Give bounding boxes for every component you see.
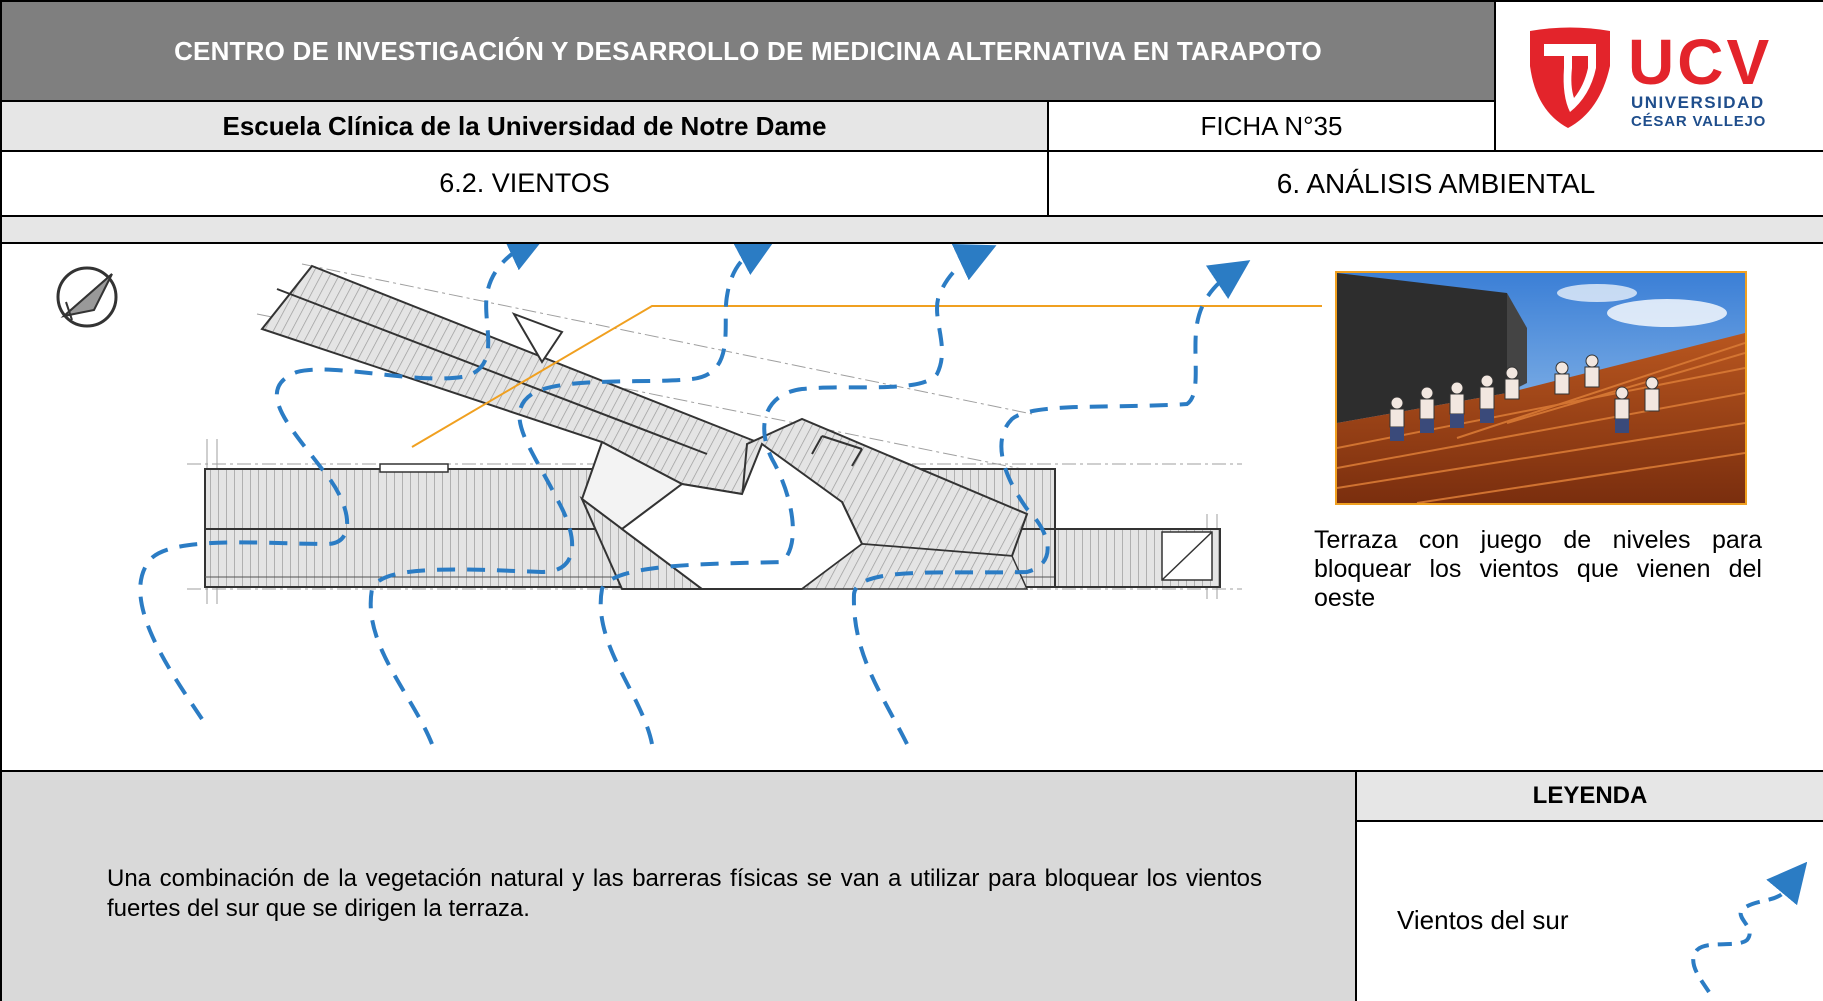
- wind-arrow: [138, 244, 547, 721]
- divider-strip: [2, 217, 1823, 244]
- wind-arrow: [368, 244, 777, 745]
- logo-line1: UNIVERSIDAD: [1631, 93, 1765, 112]
- logo-line2: CÉSAR VALLEJO: [1631, 113, 1766, 130]
- photo-leader-line: [411, 305, 1322, 448]
- ucv-logo: UCV UNIVERSIDAD CÉSAR VALLEJO: [1496, 2, 1823, 152]
- school-name: Escuela Clínica de la Universidad de Not…: [2, 102, 1049, 152]
- ucv-logo-mark: UCV UNIVERSIDAD CÉSAR VALLEJO: [1529, 26, 1772, 130]
- wind-arrow: [851, 260, 1251, 745]
- legend-panel: Vientos del sur: [1357, 822, 1823, 1001]
- legend-item-label: Vientos del sur: [1397, 905, 1569, 935]
- terrace-photo-image: [1337, 273, 1745, 503]
- north-arrow-icon: [56, 266, 118, 328]
- logo-acronym: UCV: [1628, 26, 1772, 98]
- section-title: 6. ANÁLISIS AMBIENTAL: [1049, 152, 1823, 217]
- wind-arrow: [598, 244, 997, 745]
- site-plan-drawing: [138, 244, 1322, 745]
- wind-analysis-panel: Terraza con juego de niveles para bloque…: [2, 244, 1823, 772]
- terrace-photo: [1335, 271, 1747, 505]
- description-text: Una combinación de la vegetación natural…: [107, 865, 1262, 922]
- photo-caption: Terraza con juego de niveles para bloque…: [1314, 526, 1762, 612]
- subsection-title: 6.2. VIENTOS: [2, 152, 1049, 217]
- description-panel: Una combinación de la vegetación natural…: [2, 772, 1357, 1001]
- legend-title: LEYENDA: [1357, 772, 1823, 822]
- ficha-number: FICHA N°35: [1049, 102, 1496, 152]
- project-title: CENTRO DE INVESTIGACIÓN Y DESARROLLO DE …: [2, 2, 1496, 102]
- wind-arrows: [138, 244, 1251, 745]
- wind-arrow-icon: [1691, 862, 1807, 994]
